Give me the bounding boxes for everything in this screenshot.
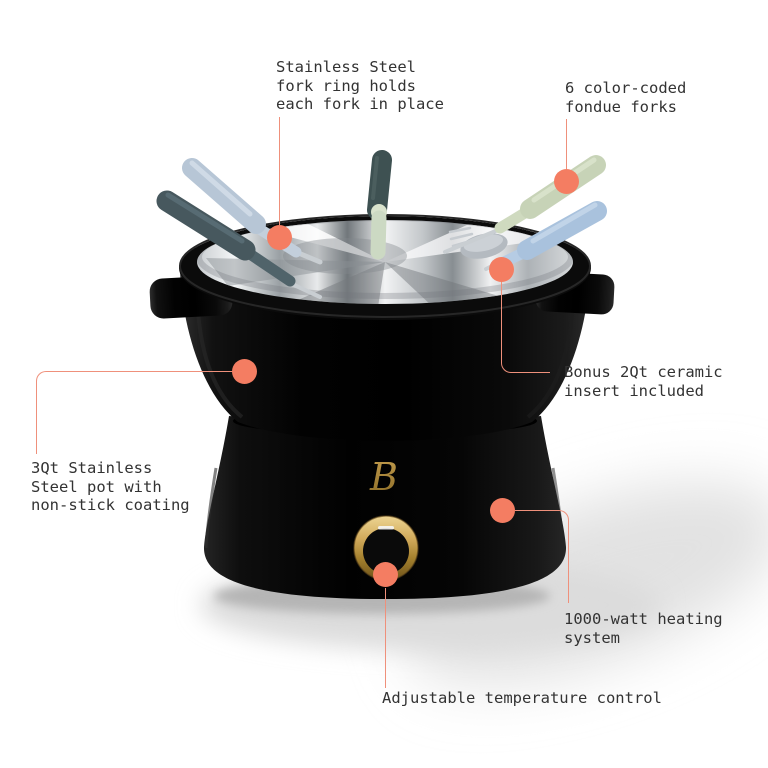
callout-heating-label: 1000-watt heating system <box>564 610 723 647</box>
callout-forks-dot <box>554 169 579 194</box>
callout-temperature-dot <box>373 562 398 587</box>
callout-forks-line <box>566 119 567 169</box>
callout-pot-label: 3Qt Stainless Steel pot with non-stick c… <box>31 459 190 515</box>
callout-ceramic-label: Bonus 2Qt ceramic insert included <box>564 363 723 400</box>
callout-ceramic-dot <box>489 257 514 282</box>
pot-sheen-left <box>196 311 244 419</box>
fondue-fork-center-sage <box>370 204 387 260</box>
callout-pot-dot <box>232 359 257 384</box>
pot-sheen-right <box>526 311 574 419</box>
knob-marking <box>378 526 394 530</box>
callout-fork-ring-dot <box>267 225 292 250</box>
temperature-knob <box>353 515 419 581</box>
brand-monogram: B <box>369 455 398 499</box>
callout-fork-ring-label: Stainless Steel fork ring holds each for… <box>276 58 444 114</box>
callout-heating-line <box>515 510 569 603</box>
callout-heating-dot <box>490 498 515 523</box>
callout-fork-ring-line <box>279 117 280 225</box>
callout-forks-label: 6 color-coded fondue forks <box>565 79 687 116</box>
callout-temperature-line <box>385 588 386 688</box>
callout-pot-line <box>36 371 235 454</box>
fondue-fork-left-slate <box>156 190 322 299</box>
callout-temperature-label: Adjustable temperature control <box>382 689 662 707</box>
callout-ceramic-line <box>501 281 550 373</box>
fondue-fork-center-dark <box>367 150 392 220</box>
